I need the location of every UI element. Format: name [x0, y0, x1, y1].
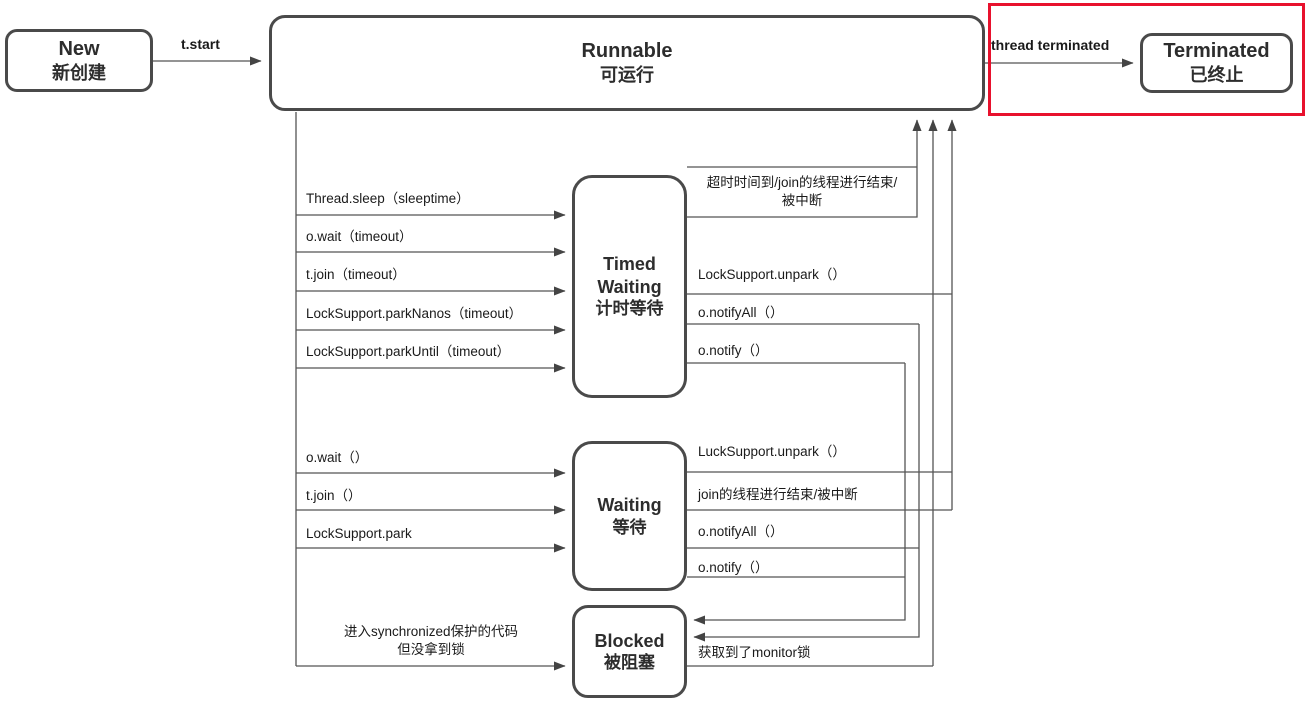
edge-timeout-return [687, 119, 922, 218]
state-new-title: New [58, 37, 100, 60]
edge-label-w-notify: o.notify（） [698, 560, 769, 575]
edge-label-synchronized-line1: 进入synchronized保护的代码 [343, 624, 519, 639]
edge-label-tw-notifyall: o.notifyAll（） [698, 305, 784, 320]
state-runnable-title: Runnable [581, 40, 673, 63]
edge-label-synchronized: 进入synchronized保护的代码 但没拿到锁 [300, 623, 562, 659]
state-timed-waiting: Timed Waiting 计时等待 [572, 175, 687, 398]
state-runnable-subtitle: 可运行 [600, 65, 654, 86]
state-new-subtitle: 新创建 [52, 62, 106, 83]
state-terminated-title: Terminated [1163, 40, 1270, 63]
edge-label-tw-unpark: LockSupport.unpark（） [698, 267, 846, 282]
edge-label-thread-terminated: thread terminated [991, 37, 1110, 53]
state-waiting-title: Waiting [597, 495, 662, 516]
state-waiting-subtitle: 等待 [612, 517, 647, 537]
highlight-frame [988, 3, 1305, 116]
edge-label-timeout-line2: 被中断 [781, 193, 823, 208]
edge-label-wait-timeout: o.wait（timeout） [306, 229, 413, 244]
edge-label-w-notifyall: o.notifyAll（） [698, 524, 784, 539]
state-blocked: Blocked 被阻塞 [572, 605, 687, 698]
edge-label-parknanos: LockSupport.parkNanos（timeout） [306, 306, 523, 321]
state-blocked-subtitle: 被阻塞 [604, 653, 655, 673]
edge-label-t-start: t.start [181, 36, 220, 52]
state-new: New 新创建 [5, 29, 153, 92]
state-terminated-subtitle: 已终止 [1189, 65, 1244, 86]
edge-label-timeout-line1: 超时时间到/join的线程进行结束/ [706, 175, 898, 190]
edge-label-park: LockSupport.park [306, 526, 412, 541]
state-timed-waiting-title: Timed Waiting [597, 254, 662, 297]
edge-label-timeout: 超时时间到/join的线程进行结束/ 被中断 [687, 174, 917, 210]
state-blocked-title: Blocked [594, 630, 665, 651]
edge-label-w-unpark: LuckSupport.unpark（） [698, 444, 846, 459]
edge-notify-to-blocked [693, 363, 906, 625]
edge-label-sleep: Thread.sleep（sleeptime） [306, 191, 470, 206]
edge-label-join: t.join（） [306, 488, 362, 503]
state-timed-waiting-subtitle: 计时等待 [595, 299, 664, 319]
edge-label-wait: o.wait（） [306, 450, 369, 465]
edge-label-parkuntil: LockSupport.parkUntil（timeout） [306, 344, 511, 359]
edge-label-tw-notify: o.notify（） [698, 343, 769, 358]
edge-label-w-join-end: join的线程进行结束/被中断 [698, 487, 858, 502]
edge-label-join-timeout: t.join（timeout） [306, 267, 406, 282]
state-waiting: Waiting 等待 [572, 441, 687, 591]
edge-label-monitor: 获取到了monitor锁 [698, 645, 811, 660]
state-runnable: Runnable 可运行 [269, 15, 985, 111]
state-terminated: Terminated 已终止 [1140, 33, 1293, 93]
edge-label-synchronized-line2: 但没拿到锁 [397, 642, 465, 657]
edge-notifyall-to-blocked [693, 324, 920, 642]
